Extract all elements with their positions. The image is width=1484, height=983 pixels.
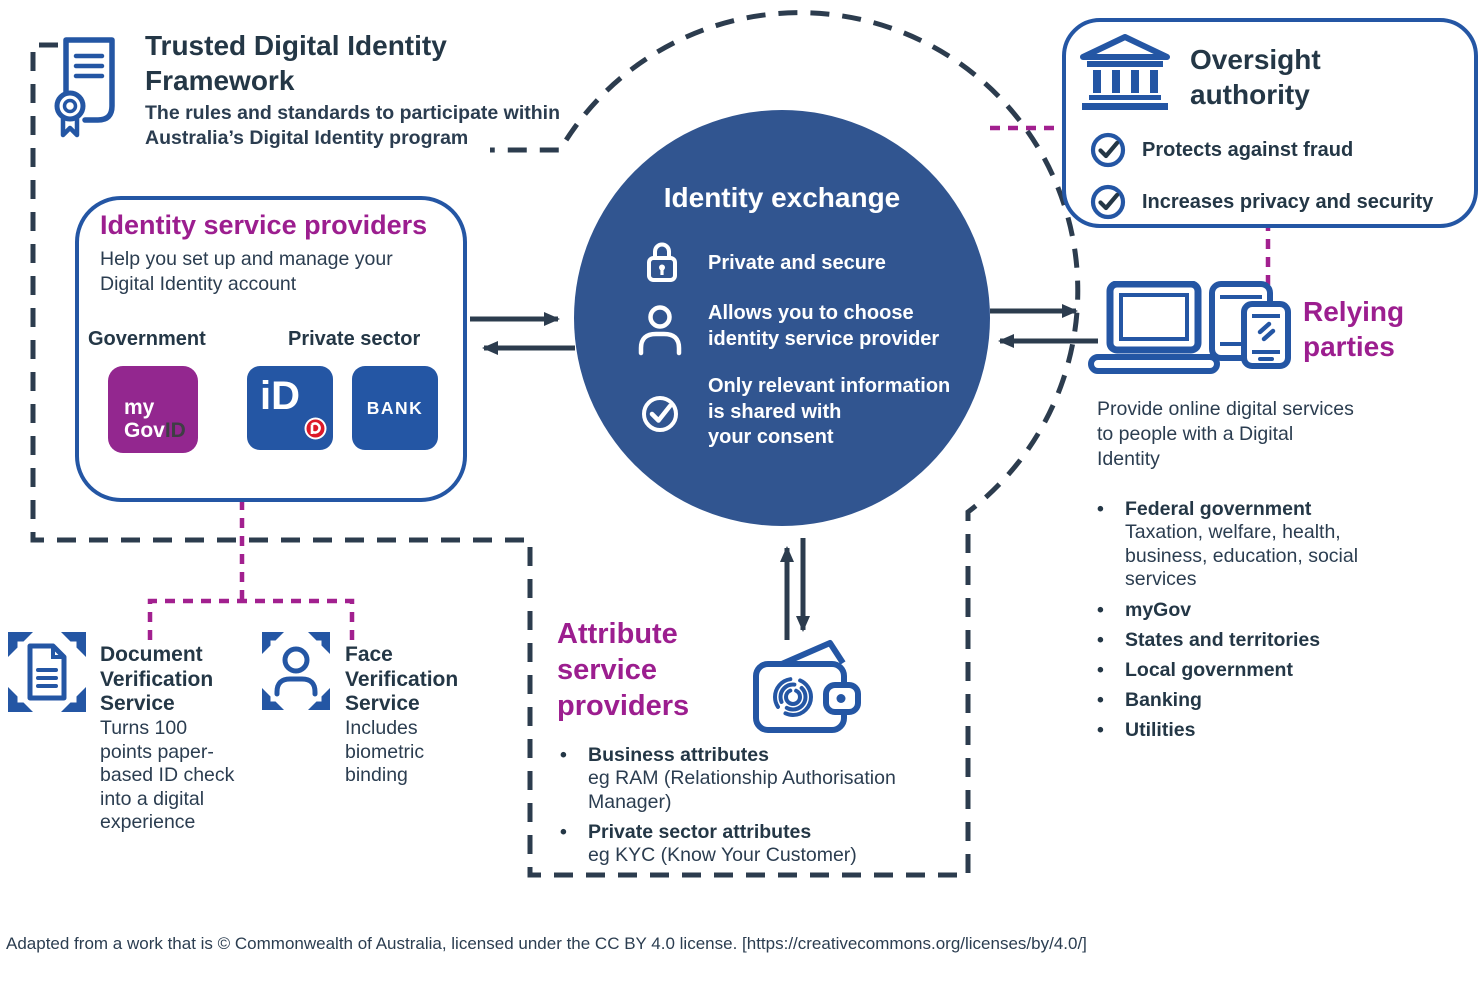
- framework-title: Trusted Digital Identity Framework: [145, 30, 447, 96]
- face-scan-icon: [262, 632, 330, 710]
- certificate-icon: [54, 37, 115, 138]
- government-label: Government: [88, 328, 206, 350]
- list-item-title: Business attributes: [588, 744, 769, 766]
- oversight-title: Oversight authority: [1190, 44, 1321, 110]
- relying-parties-title: Relying parties: [1303, 296, 1405, 362]
- bank-label: BANK: [366, 397, 424, 418]
- exchange-item-2: Allows you to choose identity service pr…: [708, 302, 940, 350]
- list-item: myGov: [1095, 599, 1435, 622]
- list-item: Federal government Taxation, welfare, he…: [1095, 498, 1435, 592]
- oversight-authority-box: Oversight authority Protects against fra…: [1062, 18, 1478, 228]
- check-circle-icon: [1090, 184, 1126, 220]
- exchange-title: Identity exchange: [663, 182, 901, 213]
- list-item-desc: Taxation, welfare, health, business, edu…: [1125, 521, 1359, 590]
- bank-tile: BANK: [352, 366, 438, 450]
- mygovid-line1: my: [124, 396, 155, 419]
- list-item: States and territories: [1095, 629, 1435, 652]
- private-sector-label: Private sector: [288, 328, 421, 350]
- laptop-icon: [1088, 281, 1220, 374]
- mygovid-gov: Gov: [124, 419, 165, 442]
- list-item: Business attributes eg RAM (Relationship…: [558, 744, 988, 814]
- check-icon: [642, 396, 678, 432]
- identity-service-providers-box: [75, 196, 467, 502]
- id-label: iD: [260, 374, 300, 418]
- wallet-fingerprint-icon: [753, 640, 861, 733]
- dvs-title: Document Verification Service: [100, 643, 214, 715]
- list-item-title: Federal government: [1125, 498, 1312, 520]
- framework-desc: The rules and standards to participate w…: [145, 102, 560, 149]
- license-attribution: Adapted from a work that is © Commonweal…: [6, 934, 1087, 953]
- attribute-providers-title: Attribute service providers: [557, 618, 690, 722]
- flow-arrows: [470, 304, 1098, 640]
- isp-title: Identity service providers: [100, 210, 428, 240]
- fvs-desc: Includes biometric binding: [345, 717, 425, 786]
- document-scan-icon: [8, 632, 86, 712]
- list-item-title: Private sector attributes: [588, 821, 812, 843]
- relying-desc: Provide online digital services to peopl…: [1097, 398, 1354, 470]
- oversight-item-1: Protects against fraud: [1142, 139, 1354, 161]
- list-item: Banking: [1095, 689, 1435, 712]
- exchange-item-1: Private and secure: [708, 252, 886, 274]
- identity-exchange-circle: Identity exchange Private and secure All…: [574, 110, 990, 526]
- mygovid-tile: my GovID: [108, 366, 198, 453]
- list-item: Private sector attributes eg KYC (Know Y…: [558, 821, 988, 868]
- australia-post-logo-icon: [304, 417, 327, 440]
- isp-desc: Help you set up and manage your Digital …: [100, 248, 393, 295]
- list-item-desc: eg RAM (Relationship Authorisation Manag…: [588, 767, 896, 813]
- exchange-item-3: Only relevant information is shared with…: [708, 375, 951, 448]
- list-item-desc: eg KYC (Know Your Customer): [588, 844, 857, 866]
- mygovid-id: ID: [164, 419, 186, 442]
- dvs-desc: Turns 100 points paper- based ID check i…: [100, 717, 235, 833]
- dashed-magenta-connectors: [147, 125, 1271, 640]
- list-item: Utilities: [1095, 719, 1435, 742]
- list-item: Local government: [1095, 659, 1435, 682]
- attribute-providers-list: Business attributes eg RAM (Relationship…: [558, 744, 988, 875]
- tablet-phone-icon: [1209, 281, 1291, 369]
- fvs-title: Face Verification Service: [345, 643, 459, 715]
- australia-post-id-tile: iD: [247, 366, 333, 450]
- person-icon: [638, 305, 682, 356]
- lock-icon: [647, 242, 677, 282]
- check-circle-icon: [1090, 132, 1126, 168]
- oversight-item-2: Increases privacy and security: [1142, 191, 1434, 213]
- government-building-icon: [1080, 34, 1170, 110]
- dashed-framework-outline: [30, 10, 1081, 878]
- relying-parties-list: Federal government Taxation, welfare, he…: [1095, 498, 1435, 749]
